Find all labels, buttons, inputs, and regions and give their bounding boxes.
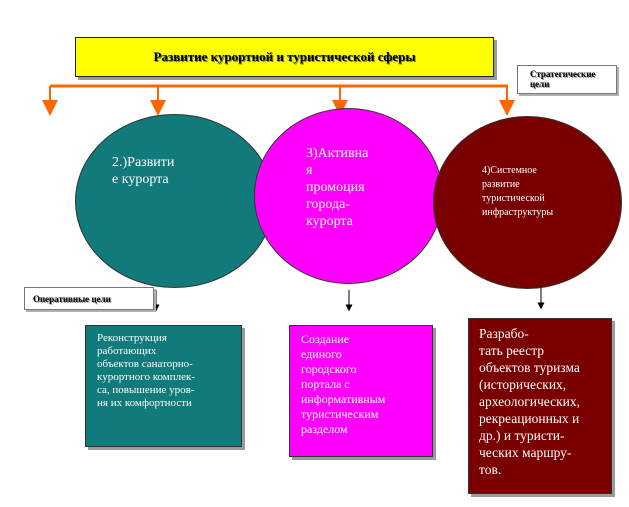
goal-circle-tourism-infrastructure: [433, 116, 622, 289]
task-box-reconstruction: Реконструкция работающих объектов санато…: [85, 325, 242, 447]
task-line: др.) и туристи-: [479, 428, 565, 443]
goal-circle-city-promotion: [254, 108, 443, 284]
goal-line: города-: [306, 197, 350, 212]
task-line: са, повышение уров-: [97, 384, 195, 396]
operational-label-text: Оперативные цели: [33, 293, 111, 304]
goal-circle-resort-development: [75, 114, 274, 288]
goal-line: е курорта: [112, 172, 169, 187]
task-line: курортного комплек-: [97, 371, 196, 383]
task-line: Реконструкция: [97, 332, 167, 344]
goal-line: развитие: [482, 179, 520, 190]
diagram-title-text: Развитие курортной и туристической сферы: [153, 49, 416, 64]
operational-goals-label: Оперативные цели: [24, 287, 154, 310]
goal-line: 3)Активна: [306, 146, 369, 161]
goal-line: я: [306, 163, 313, 178]
goal-line: туристической: [482, 193, 545, 204]
task-line: Создание: [301, 332, 350, 346]
task-line: разделом: [301, 422, 348, 436]
goal-line: 2.)Развити: [112, 155, 175, 170]
task-line: ня их комфортности: [97, 397, 192, 409]
goal-line: курорта: [306, 214, 353, 229]
task-line: археологических,: [479, 394, 580, 409]
task-line: объектов санаторно-: [97, 358, 193, 370]
goal-line: инфраструктуры: [482, 207, 554, 218]
goal-line: 4)Системное: [482, 165, 537, 176]
task-line: работающих: [97, 345, 157, 357]
task-box-tourism-registry: Разрабо- тать реестр объектов туризма (и…: [468, 318, 612, 494]
task-line: объектов туризма: [479, 360, 580, 375]
strategic-label-line: цели: [530, 79, 550, 89]
task-line: единого: [301, 347, 342, 361]
task-line: информативным: [301, 392, 386, 406]
goal-text-2: 3)Активна я промоция города- курорта: [306, 145, 386, 230]
diagram-title: Развитие курортной и туристической сферы: [75, 37, 494, 77]
goal-text-3: 4)Системное развитие туристической инфра…: [482, 164, 592, 220]
task-line: тов.: [479, 462, 502, 477]
task-line: ческих маршру-: [479, 445, 572, 460]
task-line: (исторических,: [479, 377, 567, 392]
task-line: портала с: [301, 377, 350, 391]
goal-line: промоция: [306, 180, 365, 195]
task-line: Разрабо-: [479, 326, 529, 341]
task-line: городского: [301, 362, 357, 376]
goal-text-1: 2.)Развити е курорта: [112, 154, 202, 188]
task-line: рекреационных и: [479, 411, 580, 426]
strategic-goals-label: Стратегические цели: [517, 65, 617, 94]
task-line: туристическим: [301, 407, 379, 421]
task-box-city-portal: Создание единого городского портала с ин…: [289, 325, 433, 457]
task-line: тать реестр: [479, 343, 545, 358]
strategic-label-line: Стратегические: [530, 69, 596, 79]
